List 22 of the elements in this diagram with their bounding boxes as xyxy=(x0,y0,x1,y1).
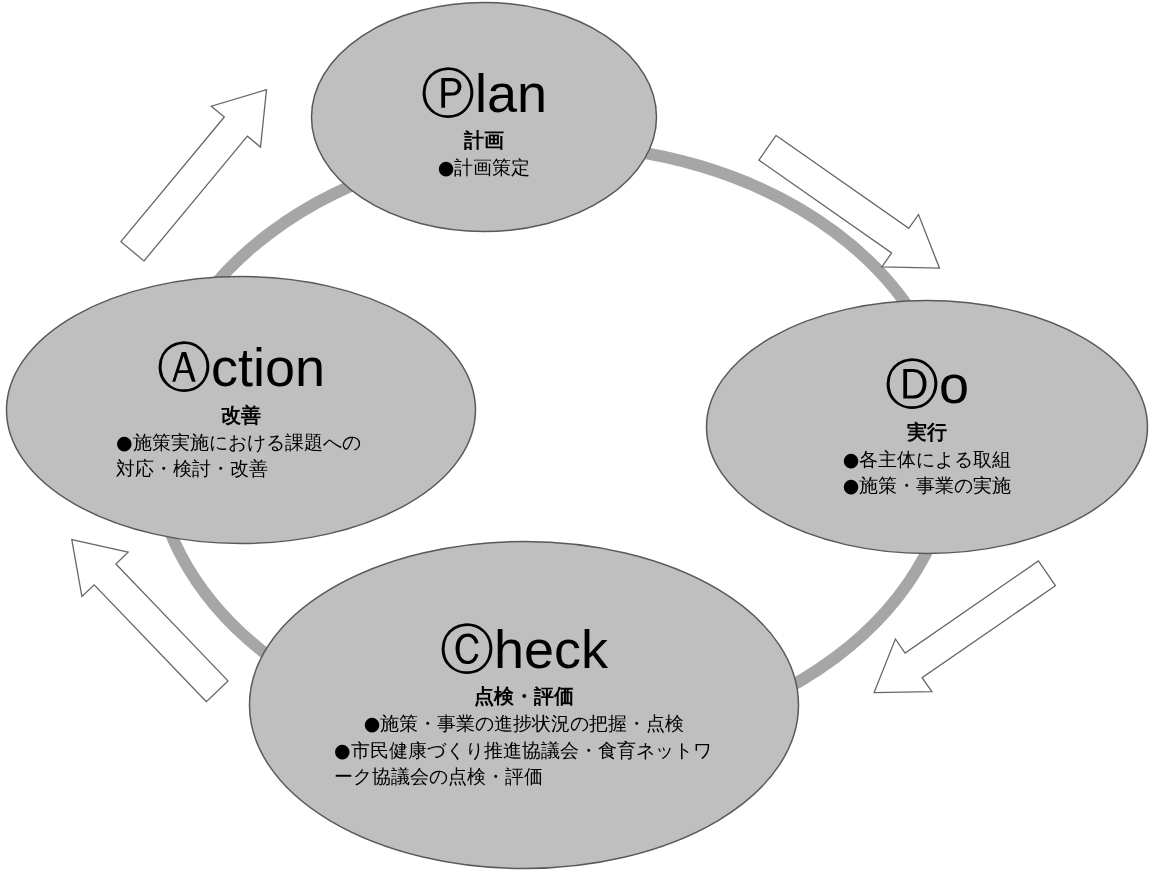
stage-title: Ⓓo xyxy=(884,355,969,415)
stage-heading: 点検・評価 xyxy=(474,683,574,711)
block-arrow xyxy=(71,538,229,703)
stage-description: ●市民健康づくり推進協議会・食育ネットワーク協議会の点検・評価 xyxy=(334,737,713,790)
block-arrow xyxy=(120,88,268,262)
stage-heading: 改善 xyxy=(221,401,261,429)
stage-description: ●施策実施における課題への対応・検討・改善 xyxy=(116,429,362,482)
stage-description: ●各主体による取組 xyxy=(842,446,1012,472)
ellipse-node xyxy=(248,540,800,870)
ellipse-node xyxy=(5,275,477,545)
stage-heading: 計画 xyxy=(464,126,504,154)
stage-description: ●施策・事業の実施 xyxy=(842,473,1012,499)
stage-title: Ⓐction xyxy=(156,338,326,398)
ellipse-node xyxy=(705,299,1149,555)
stage-description: ●施策・事業の進捗状況の把握・点検 xyxy=(363,711,685,737)
stage-title: Ⓟlan xyxy=(420,63,548,123)
stage-title: Ⓒheck xyxy=(439,619,609,680)
block-arrow xyxy=(758,134,941,269)
stage-heading: 実行 xyxy=(907,418,947,446)
stage-description: ●計画策定 xyxy=(437,154,531,180)
block-arrow xyxy=(873,560,1057,694)
ellipse-node xyxy=(310,1,658,233)
